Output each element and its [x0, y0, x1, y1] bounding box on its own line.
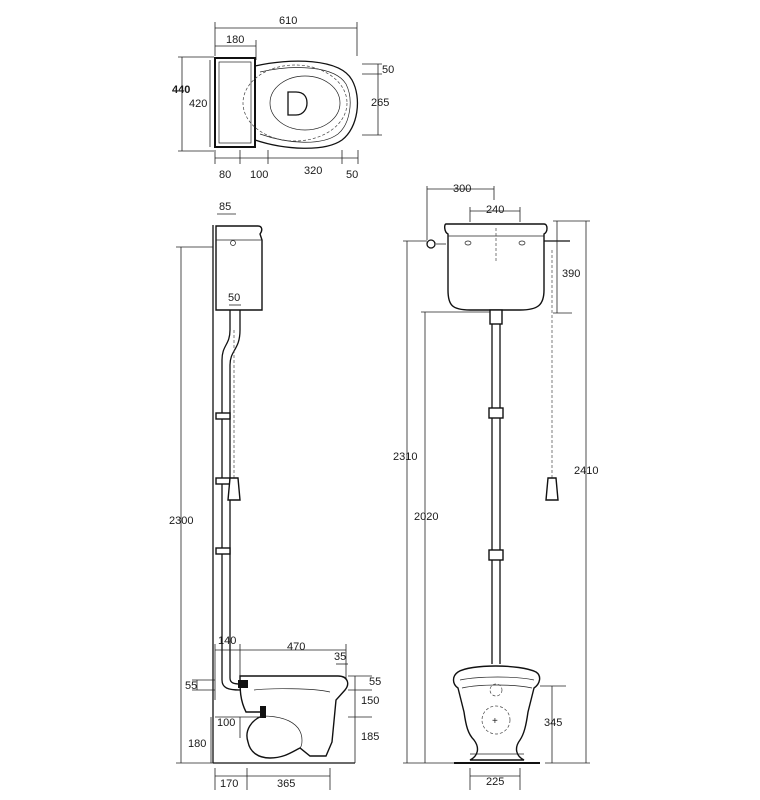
- front-fixing-height-label: 2310: [393, 451, 417, 463]
- side-rim-lip-label: 35: [334, 651, 346, 663]
- side-rim-height-right-label: 55: [369, 676, 381, 688]
- front-center-mark-icon: +: [492, 716, 498, 727]
- plan-width-label: 610: [279, 15, 297, 27]
- side-pull-handle: [227, 477, 241, 501]
- front-pan-height-label: 345: [544, 717, 562, 729]
- side-cistern: [215, 225, 263, 311]
- front-pan: [452, 665, 541, 761]
- front-pan-width-label: 225: [486, 776, 504, 788]
- side-floor-outlet-label: 180: [188, 738, 206, 750]
- side-bowl-length-label: 470: [287, 641, 305, 653]
- front-cistern-height-label: 390: [562, 268, 580, 280]
- plan-center-gap-label: 100: [250, 169, 268, 181]
- front-cistern-width-label: 300: [453, 183, 471, 195]
- front-pull-handle: [545, 477, 559, 501]
- plan-view: 610 180 440 420 50 265: [172, 15, 394, 181]
- side-wall-offset-label: 170: [220, 778, 238, 790]
- plan-front-offset-label: 50: [346, 169, 358, 181]
- front-fixing-icon: [426, 239, 436, 249]
- plan-overall-depth-label: 440: [172, 84, 190, 96]
- front-view: 300 240 +: [393, 183, 598, 790]
- plan-cistern-depth-label: 180: [226, 34, 244, 46]
- side-outlet-height-label: 100: [217, 717, 235, 729]
- plan-seat-d-icon: [287, 91, 308, 116]
- plan-seat-depth-label: 265: [371, 97, 389, 109]
- side-total-height-label: 2300: [169, 515, 193, 527]
- side-bowl-height-label: 150: [361, 695, 379, 707]
- side-view: 85 50 2300 140 470 35: [169, 201, 381, 790]
- side-bowl: [239, 675, 349, 759]
- plan-bowl-outline: [254, 60, 359, 149]
- plan-top-offset-label: 50: [382, 64, 394, 76]
- front-fixing-spacing-label: 240: [486, 204, 504, 216]
- side-rim-height-left-label: 55: [185, 680, 197, 692]
- side-flush-pipe: [221, 310, 241, 691]
- side-base-height-label: 185: [361, 731, 379, 743]
- side-bowl-setback-label: 140: [218, 635, 236, 647]
- side-cistern-top-label: 85: [219, 201, 231, 213]
- plan-seat-length-label: 320: [304, 165, 322, 177]
- side-base-length-label: 365: [277, 778, 295, 790]
- plan-cistern: [214, 57, 256, 148]
- plan-inner-depth-label: 420: [189, 98, 207, 110]
- plan-left-offset-label: 80: [219, 169, 231, 181]
- front-cistern: [443, 223, 548, 311]
- front-pipe-height-label: 2020: [414, 511, 438, 523]
- front-overall-height-label: 2410: [574, 465, 598, 477]
- side-pipe-diameter-label: 50: [228, 292, 240, 304]
